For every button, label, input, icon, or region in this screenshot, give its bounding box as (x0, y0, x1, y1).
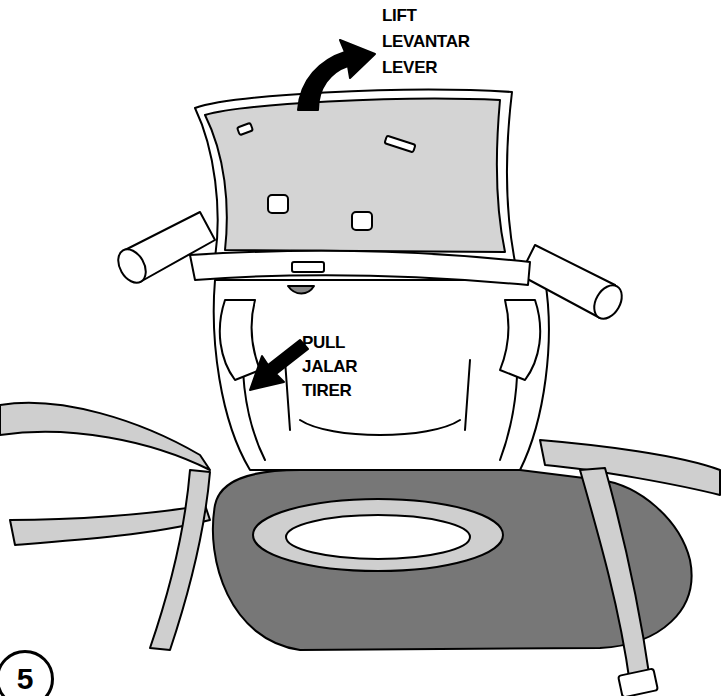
arm-bar-end (589, 280, 628, 323)
lift-instruction: LEVER (382, 58, 437, 78)
buckle (618, 668, 658, 696)
slot (384, 136, 415, 153)
arm-bar-end (113, 244, 152, 287)
seat-contour (243, 300, 518, 460)
seat-side (500, 300, 540, 380)
strap (580, 468, 650, 684)
seat-back-panel (205, 99, 505, 252)
pull-instruction: TIRER (302, 381, 352, 401)
front-rim (190, 251, 530, 285)
base-opening (253, 499, 503, 571)
slot (237, 123, 253, 135)
release-tab (288, 286, 314, 294)
seat-side (220, 300, 260, 380)
lift-instruction: LIFT (382, 6, 417, 26)
strap (150, 470, 210, 650)
pull-instruction: JALAR (302, 357, 357, 377)
latch (292, 262, 324, 272)
lift-instruction: LEVANTAR (382, 32, 470, 52)
strap (0, 403, 210, 470)
seat-body (214, 280, 549, 470)
clip (352, 212, 372, 230)
strap (540, 440, 720, 495)
clip (268, 195, 288, 213)
step-number-text: 5 (17, 664, 34, 694)
base-opening-inner (286, 515, 470, 559)
pull-arrow (250, 340, 308, 390)
seat-back (195, 90, 515, 262)
step-number: 5 (0, 650, 54, 696)
pull-instruction: PULL (302, 333, 345, 353)
lift-arrow (298, 40, 375, 110)
